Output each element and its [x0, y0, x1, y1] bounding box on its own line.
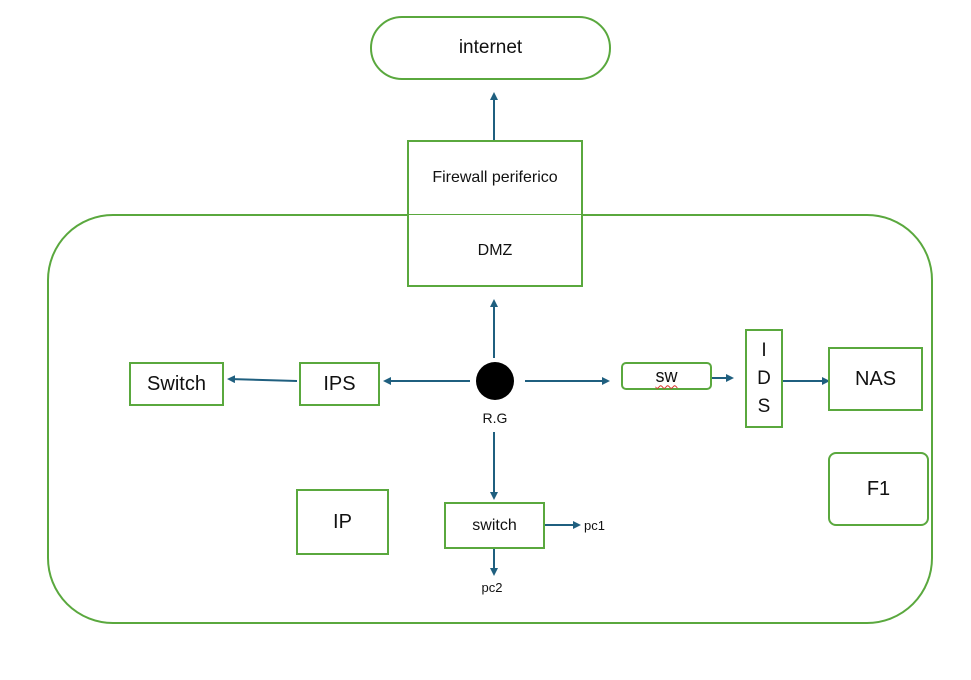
pc1-label: pc1	[584, 518, 605, 533]
switch-bottom-label: switch	[472, 516, 517, 534]
ips-node: IPS	[299, 362, 380, 406]
ids-letter-s: S	[757, 395, 771, 417]
dmz-section: DMZ	[409, 215, 581, 287]
switch-left-node: Switch	[129, 362, 224, 406]
pc2-label: pc2	[481, 580, 503, 595]
firewall-section: Firewall periferico	[409, 142, 581, 215]
internet-label: internet	[458, 37, 523, 58]
f1-label: F1	[866, 477, 891, 500]
ip-label: IP	[333, 510, 352, 533]
ips-label: IPS	[323, 372, 356, 395]
ids-letter-d: D	[757, 367, 771, 389]
internet-node: internet	[370, 16, 611, 80]
nas-node: NAS	[828, 347, 923, 411]
switch-left-label: Switch	[147, 372, 206, 395]
sw-label: sw	[655, 365, 678, 386]
firewall-label: Firewall periferico	[432, 169, 558, 186]
ids-node: I D S	[745, 329, 783, 428]
router-node	[476, 362, 514, 400]
sw-node: sw	[621, 362, 712, 390]
dmz-label: DMZ	[477, 242, 513, 259]
ids-letter-i: I	[761, 339, 767, 361]
router-label: R.G	[482, 410, 508, 426]
ip-node: IP	[296, 489, 389, 555]
firewall-dmz-node: Firewall periferico DMZ	[407, 140, 583, 287]
f1-node: F1	[828, 452, 929, 526]
arrow-ips-to-switch	[227, 375, 298, 384]
switch-bottom-node: switch	[444, 502, 545, 549]
nas-label: NAS	[854, 367, 897, 390]
